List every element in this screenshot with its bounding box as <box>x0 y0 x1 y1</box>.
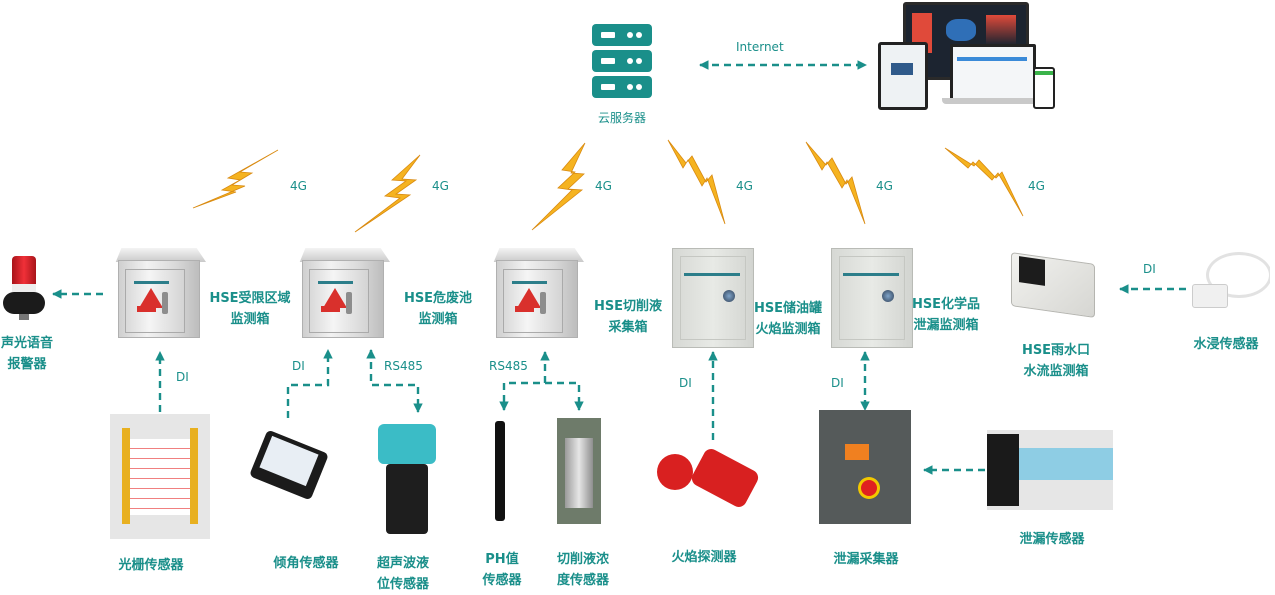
ph-sensor-image <box>485 415 515 528</box>
link-label-rs485: RS485 <box>489 359 528 373</box>
cutting-fluid-concentration-sensor-image <box>557 418 601 524</box>
box-label-line2: 水流监测箱 <box>1023 364 1089 379</box>
cloud-server <box>592 24 652 102</box>
box-label-line1: HSE切削液 <box>593 299 663 314</box>
lock-icon <box>722 290 735 303</box>
box-label-line2: 泄漏监测箱 <box>913 318 979 333</box>
sensor-label: 火焰探测器 <box>664 547 744 568</box>
uplink-label: 4G <box>736 179 753 193</box>
server-unit <box>592 50 652 72</box>
server-unit <box>592 76 652 98</box>
sensor-label: 泄漏采集器 <box>826 549 906 570</box>
lightning-icon <box>192 149 279 209</box>
warning-icon <box>323 288 348 309</box>
lightning-icon <box>531 142 586 231</box>
uplink-label: 4G <box>432 179 449 193</box>
sensor-label-line1: 泄漏传感器 <box>1019 532 1085 547</box>
lightning-icon <box>944 147 1024 217</box>
box-label-line1: HSE受限区域 <box>209 291 291 306</box>
sensor-label-line1: 光栅传感器 <box>118 558 184 573</box>
warning-icon <box>139 288 164 309</box>
sensor-label-line1: PH值 <box>485 552 519 567</box>
monitoring-box-confined-area <box>115 248 206 338</box>
light-curtain-sensor-image <box>110 414 210 539</box>
sensor-label-line1: 切削液浓 <box>556 552 609 567</box>
sensor-label-line1: 水浸传感器 <box>1193 337 1259 352</box>
box-label-line2: 监测箱 <box>418 312 458 327</box>
server-icon <box>592 24 652 46</box>
monitoring-box-chemical-leak <box>831 248 913 348</box>
tilt-sensor-arrow <box>286 349 333 418</box>
sound-light-alarm <box>3 256 45 322</box>
monitoring-box-hazardous-waste <box>299 248 390 338</box>
cloud-server-label: 云服务器 <box>597 111 646 125</box>
box-label: HSE雨水口 水流监测箱 <box>1016 340 1096 382</box>
sensor-label: 泄漏传感器 <box>1012 529 1092 550</box>
ultrasonic-arrow <box>366 349 423 413</box>
alarm-label-line2: 报警器 <box>7 357 47 372</box>
box-label: HSE危废池 监测箱 <box>398 288 478 330</box>
sensor-label-line2: 传感器 <box>482 573 522 588</box>
box-label-line2: 火焰监测箱 <box>755 322 821 337</box>
link-label-di: DI <box>176 370 189 384</box>
box-label-line1: HSE储油罐 <box>753 301 823 316</box>
flame-detector-image <box>655 440 765 530</box>
leak-sensor-image <box>987 430 1113 510</box>
ph-rs485-arrow <box>499 351 550 411</box>
sensor-label: 水浸传感器 <box>1186 334 1266 355</box>
box-label-line1: HSE化学品 <box>911 297 981 312</box>
link-label-di: DI <box>292 359 305 373</box>
box-label: HSE切削液 采集箱 <box>590 296 666 338</box>
internet-label: Internet <box>736 40 784 54</box>
link-label-rs485: RS485 <box>384 359 423 373</box>
box-label: HSE受限区域 监测箱 <box>205 288 295 330</box>
lock-icon <box>881 290 894 303</box>
sensor-label-line1: 倾角传感器 <box>273 556 339 571</box>
alarm-label-line1: 声光语音 <box>0 336 53 351</box>
sensor-label-line2: 度传感器 <box>556 573 609 588</box>
sensor-label: 切削液浓 度传感器 <box>550 549 616 591</box>
box-label: HSE储油罐 火焰监测箱 <box>750 298 826 340</box>
sensor-label: 超声波液 位传感器 <box>370 553 436 595</box>
tablet-icon <box>878 42 928 110</box>
box-label-line2: 采集箱 <box>608 320 648 335</box>
water-immersion-sensor-image <box>1186 250 1270 320</box>
box-label-line1: HSE雨水口 <box>1021 343 1091 358</box>
box-label: HSE化学品 泄漏监测箱 <box>908 294 984 336</box>
link-label-di: DI <box>831 376 844 390</box>
sensor-label-line2: 位传感器 <box>376 577 429 592</box>
cutting-fluid-arrow <box>545 381 584 411</box>
lightning-icon <box>667 139 726 225</box>
lightning-icon <box>805 141 866 225</box>
uplink-label: 4G <box>595 179 612 193</box>
laptop-icon <box>950 44 1036 102</box>
sensor-label: 倾角传感器 <box>266 553 346 574</box>
client-devices <box>878 2 1058 112</box>
tilt-sensor-image <box>246 430 336 520</box>
alarm-label: 声光语音 报警器 <box>0 333 56 375</box>
leak-collector-image <box>819 410 911 524</box>
ultrasonic-level-sensor-image <box>374 418 440 540</box>
uplink-label: 4G <box>1028 179 1045 193</box>
laptop-base <box>942 98 1042 104</box>
box-label-line2: 监测箱 <box>230 312 270 327</box>
sensor-label: PH值 传感器 <box>478 549 526 591</box>
link-label-di: DI <box>1143 262 1156 276</box>
warning-icon <box>517 288 542 309</box>
lightning-icon <box>354 154 421 233</box>
monitoring-box-oil-tank-flame <box>672 248 754 348</box>
sensor-label-line1: 泄漏采集器 <box>833 552 899 567</box>
sensor-label-line1: 超声波液 <box>376 556 429 571</box>
uplink-label: 4G <box>290 179 307 193</box>
monitoring-box-rainwater-outlet <box>1005 250 1099 320</box>
uplink-label: 4G <box>876 179 893 193</box>
box-label-line1: HSE危废池 <box>403 291 473 306</box>
phone-icon <box>1033 67 1055 109</box>
sensor-label: 光栅传感器 <box>110 555 192 576</box>
monitoring-box-cutting-fluid <box>493 248 584 338</box>
sensor-label-line1: 火焰探测器 <box>671 550 737 565</box>
link-label-di: DI <box>679 376 692 390</box>
